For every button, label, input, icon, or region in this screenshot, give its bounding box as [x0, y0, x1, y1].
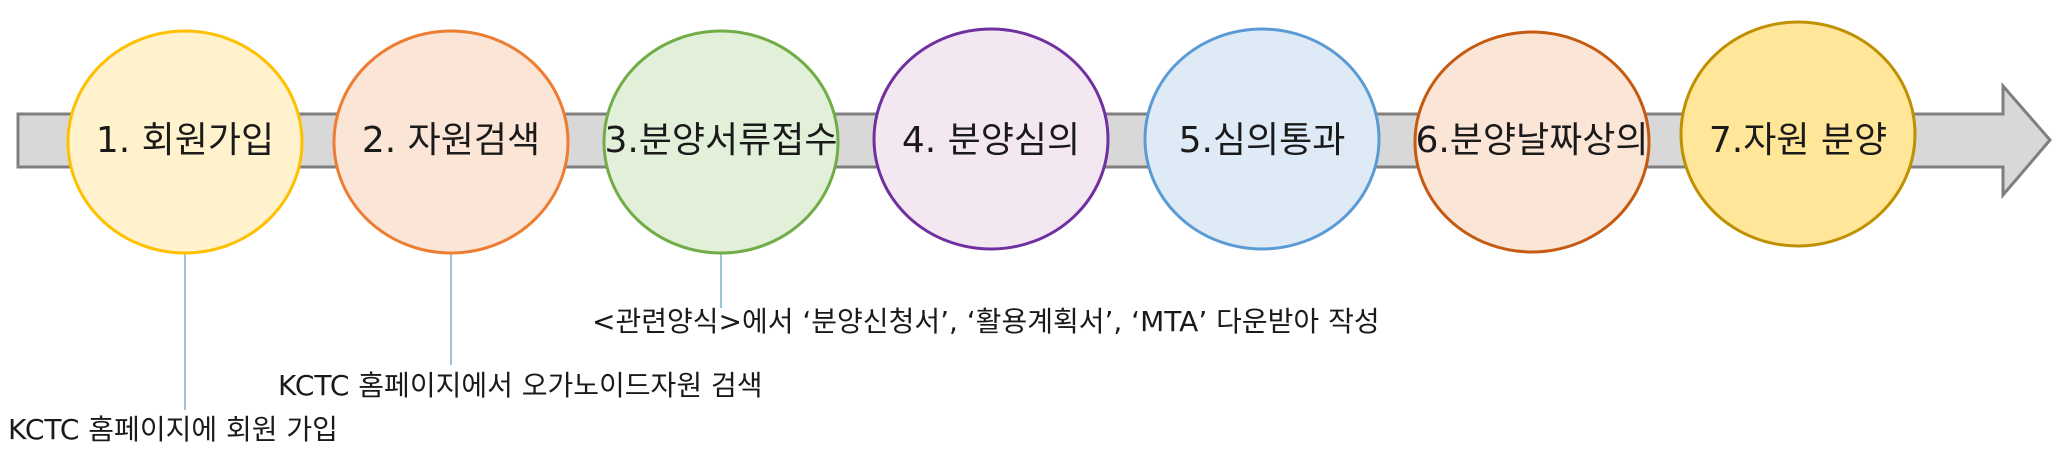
step-5: 5.심의통과	[1143, 27, 1381, 251]
step-3: 3.분양서류접수	[602, 29, 840, 255]
step-circle	[872, 27, 1110, 251]
step-label: 6.분양날짜상의	[1415, 120, 1648, 161]
note-1: KCTC 홈페이지에 회원 가입	[8, 413, 338, 446]
step-circle	[602, 29, 840, 255]
step-circle	[1679, 20, 1917, 248]
step-2: 2. 자원검색	[332, 29, 570, 255]
step-label: 1. 회원가입	[96, 120, 274, 161]
step-6: 6.분양날짜상의	[1413, 30, 1651, 254]
step-circle	[1143, 27, 1381, 251]
step-1: 1. 회원가입	[66, 29, 304, 255]
step-circle	[1413, 30, 1651, 254]
step-circle	[332, 29, 570, 255]
step-4: 4. 분양심의	[872, 27, 1110, 251]
note-3: <관련양식>에서 ‘분양신청서’, ‘활용계획서’, ‘MTA’ 다운받아 작성	[592, 305, 1380, 338]
step-label: 7.자원 분양	[1709, 120, 1887, 161]
step-label: 4. 분양심의	[902, 120, 1080, 161]
note-2: KCTC 홈페이지에서 오가노이드자원 검색	[278, 369, 763, 402]
step-label: 5.심의통과	[1179, 120, 1346, 161]
step-label: 2. 자원검색	[362, 120, 540, 161]
step-label: 3.분양서류접수	[604, 120, 837, 161]
step-7: 7.자원 분양	[1679, 20, 1917, 248]
step-circle	[66, 29, 304, 255]
